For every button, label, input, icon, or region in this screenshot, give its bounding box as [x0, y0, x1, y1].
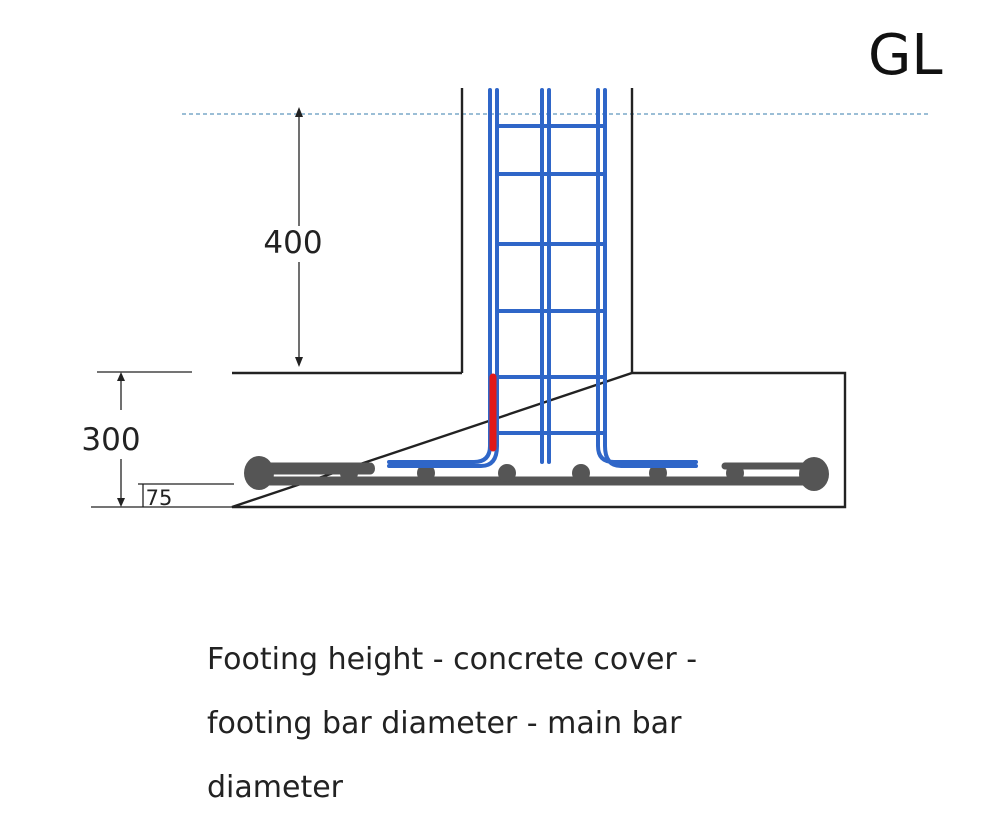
footing-bar-section	[649, 464, 667, 482]
footing-bar-section	[726, 464, 744, 482]
caption-line-2: footing bar diameter - main bar	[207, 706, 682, 741]
footing-bar-section	[498, 464, 516, 482]
column-height-label: 400	[263, 225, 322, 261]
footing-bar-section	[572, 464, 590, 482]
footing-dimension: 300	[81, 371, 232, 508]
bar-end-right	[799, 457, 829, 491]
caption: Footing height - concrete cover - footin…	[207, 628, 827, 820]
footing-bar-section	[340, 464, 358, 482]
column-dimension: 400	[263, 107, 323, 367]
cover-dimension: 75	[138, 483, 234, 510]
cover-label: 75	[146, 486, 173, 510]
caption-line-1: Footing height - concrete cover -	[207, 642, 698, 677]
footing-height-label: 300	[81, 422, 140, 458]
ground-level-label: GL	[868, 23, 943, 88]
caption-line-3: diameter	[207, 770, 343, 805]
footing-outline	[231, 371, 847, 509]
column-reinforcement	[387, 88, 698, 468]
footing-bar-section	[417, 464, 435, 482]
bar-end-left	[244, 456, 274, 490]
footing-reinforcement	[244, 456, 829, 491]
column-outline	[460, 88, 634, 373]
